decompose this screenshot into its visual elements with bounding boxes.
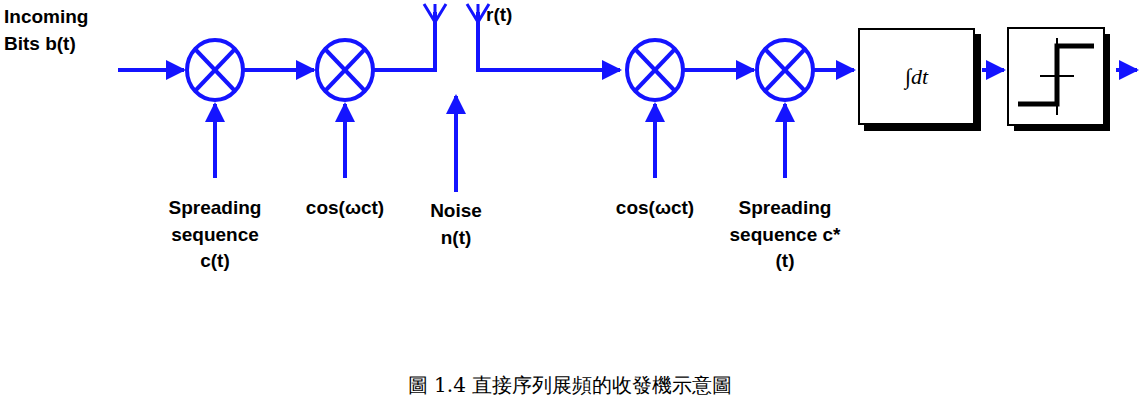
carrier-label: cos(ωct) xyxy=(290,195,400,222)
signal-wire xyxy=(213,104,217,178)
signal-wire xyxy=(118,68,184,72)
noise-label: Noise n(t) xyxy=(424,198,488,251)
signal-wire xyxy=(653,104,657,178)
signal-name: r(t) xyxy=(486,2,546,29)
multiplier-symbol xyxy=(187,40,243,100)
signal-wire xyxy=(683,68,754,72)
signal-wire xyxy=(783,104,787,178)
block-label: ∫dt xyxy=(905,64,928,90)
figure-caption: 圖 1.4 直接序列展頻的收發機示意圖 xyxy=(408,372,733,399)
signal-wire xyxy=(373,12,435,70)
multiplier-symbol xyxy=(627,40,683,100)
signal-wire xyxy=(813,68,854,72)
multiplier-symbol xyxy=(757,40,813,100)
noise-arrow xyxy=(454,96,458,192)
integrator-box: ∫dt xyxy=(858,28,975,125)
signal-wire xyxy=(982,68,1004,72)
decision-slicer xyxy=(1008,28,1110,131)
sequence-label: Spreading sequence c(t) xyxy=(158,195,272,275)
signal-wire xyxy=(243,68,314,72)
signal-wire xyxy=(343,104,347,178)
sequence-label: Spreading sequence c*(t) xyxy=(728,195,842,275)
multiplier-symbol xyxy=(317,40,373,100)
signal-wire xyxy=(1116,68,1137,72)
input-label: Incoming Bits b(t) xyxy=(4,4,108,57)
carrier-label: cos(ωct) xyxy=(600,195,710,222)
antenna-symbol xyxy=(424,4,446,22)
